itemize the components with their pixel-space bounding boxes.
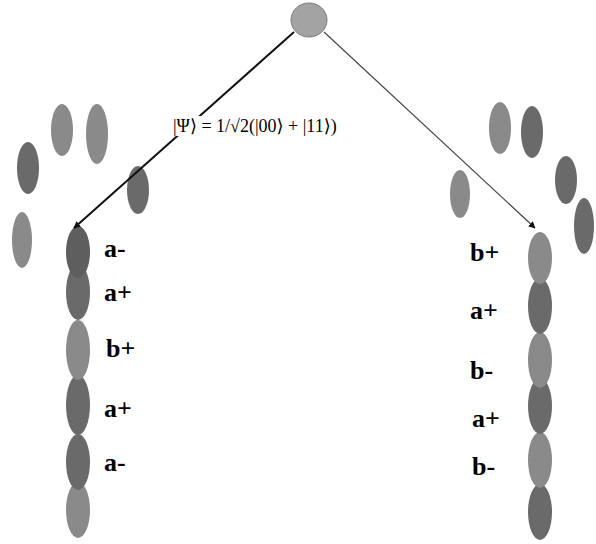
particle xyxy=(574,198,594,254)
scattered-particles xyxy=(12,102,594,268)
measurement-label: a+ xyxy=(104,396,132,422)
particle xyxy=(66,320,90,380)
measurement-label: b- xyxy=(472,454,495,480)
particle xyxy=(528,484,552,540)
measurement-label: b- xyxy=(470,358,493,384)
state-formula: |Ψ⟩ = 1/√2(|00⟩ + |11⟩) xyxy=(170,116,340,136)
particle xyxy=(127,166,149,214)
measurement-label: a+ xyxy=(104,280,132,306)
particle xyxy=(86,104,108,164)
measurement-label: a+ xyxy=(470,298,498,324)
particle xyxy=(450,170,470,218)
particle xyxy=(66,226,90,278)
particle xyxy=(528,232,552,284)
particle xyxy=(51,104,73,156)
particle xyxy=(489,102,511,154)
measurement-label: a- xyxy=(104,450,126,476)
particle xyxy=(528,278,552,334)
particle xyxy=(17,142,39,194)
particle xyxy=(66,434,90,490)
particle xyxy=(12,212,32,268)
particle xyxy=(521,106,543,158)
measurement-label: b+ xyxy=(470,240,499,266)
particle xyxy=(66,375,90,435)
source-particle xyxy=(291,3,327,37)
left-particle-column xyxy=(66,226,90,538)
measurement-label: a+ xyxy=(472,406,500,432)
measurement-label: a- xyxy=(104,236,126,262)
particle xyxy=(528,332,552,388)
right-particle-column xyxy=(528,232,552,540)
arrow-right xyxy=(324,32,535,228)
particle xyxy=(555,156,577,204)
measurement-label: b+ xyxy=(106,336,135,362)
particle xyxy=(528,432,552,488)
particle xyxy=(66,482,90,538)
